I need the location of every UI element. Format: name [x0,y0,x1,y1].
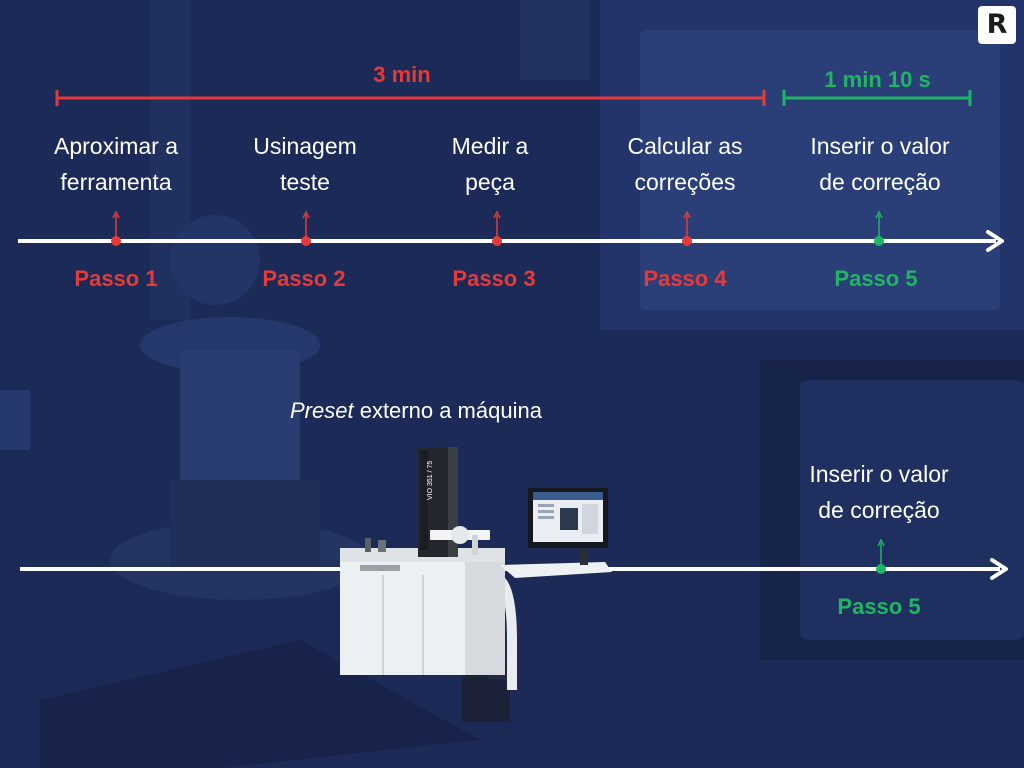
step-3-line1: Medir a [400,128,580,164]
marker-bottom-step-5 [876,540,886,574]
step-1-line1: Aproximar a [26,128,206,164]
step-4-description: Calcular as correções [595,128,775,200]
bottom-step-5-line1: Inserir o valor [779,456,979,492]
step-5-line2: de correção [780,164,980,200]
step-5-description: Inserir o valor de correção [780,128,980,200]
marker-step-4 [682,212,692,246]
step-2-line2: teste [215,164,395,200]
step-1-description: Aproximar a ferramenta [26,128,206,200]
step-3-description: Medir a peça [400,128,580,200]
duration-bracket-red [57,90,764,106]
step-2-label: Passo 2 [244,266,364,292]
step-5-label: Passo 5 [816,266,936,292]
marker-step-5 [874,212,884,246]
marker-step-2 [301,212,311,246]
step-4-line2: correções [595,164,775,200]
preset-caption: Preset externo a máquina [290,398,542,424]
bottom-step-5-label: Passo 5 [819,594,939,620]
preset-caption-italic: Preset [290,398,354,423]
marker-step-1 [111,212,121,246]
step-2-description: Usinagem teste [215,128,395,200]
step-3-label: Passo 3 [434,266,554,292]
step-1-line2: ferramenta [26,164,206,200]
step-3-line2: peça [400,164,580,200]
tool-presetter-machine-icon [340,447,612,722]
duration-green-label: 1 min 10 s [800,67,955,93]
step-4-label: Passo 4 [625,266,745,292]
preset-caption-rest: externo a máquina [354,398,542,423]
duration-red-label: 3 min [352,62,452,88]
bottom-step-5-description: Inserir o valor de correção [779,456,979,528]
step-1-label: Passo 1 [56,266,176,292]
timeline-top-line [18,232,1002,250]
step-4-line1: Calcular as [595,128,775,164]
step-5-line1: Inserir o valor [780,128,980,164]
bottom-step-5-line2: de correção [779,492,979,528]
marker-step-3 [492,212,502,246]
step-2-line1: Usinagem [215,128,395,164]
machine-column-label: VIO 351 / 75 [427,461,434,500]
